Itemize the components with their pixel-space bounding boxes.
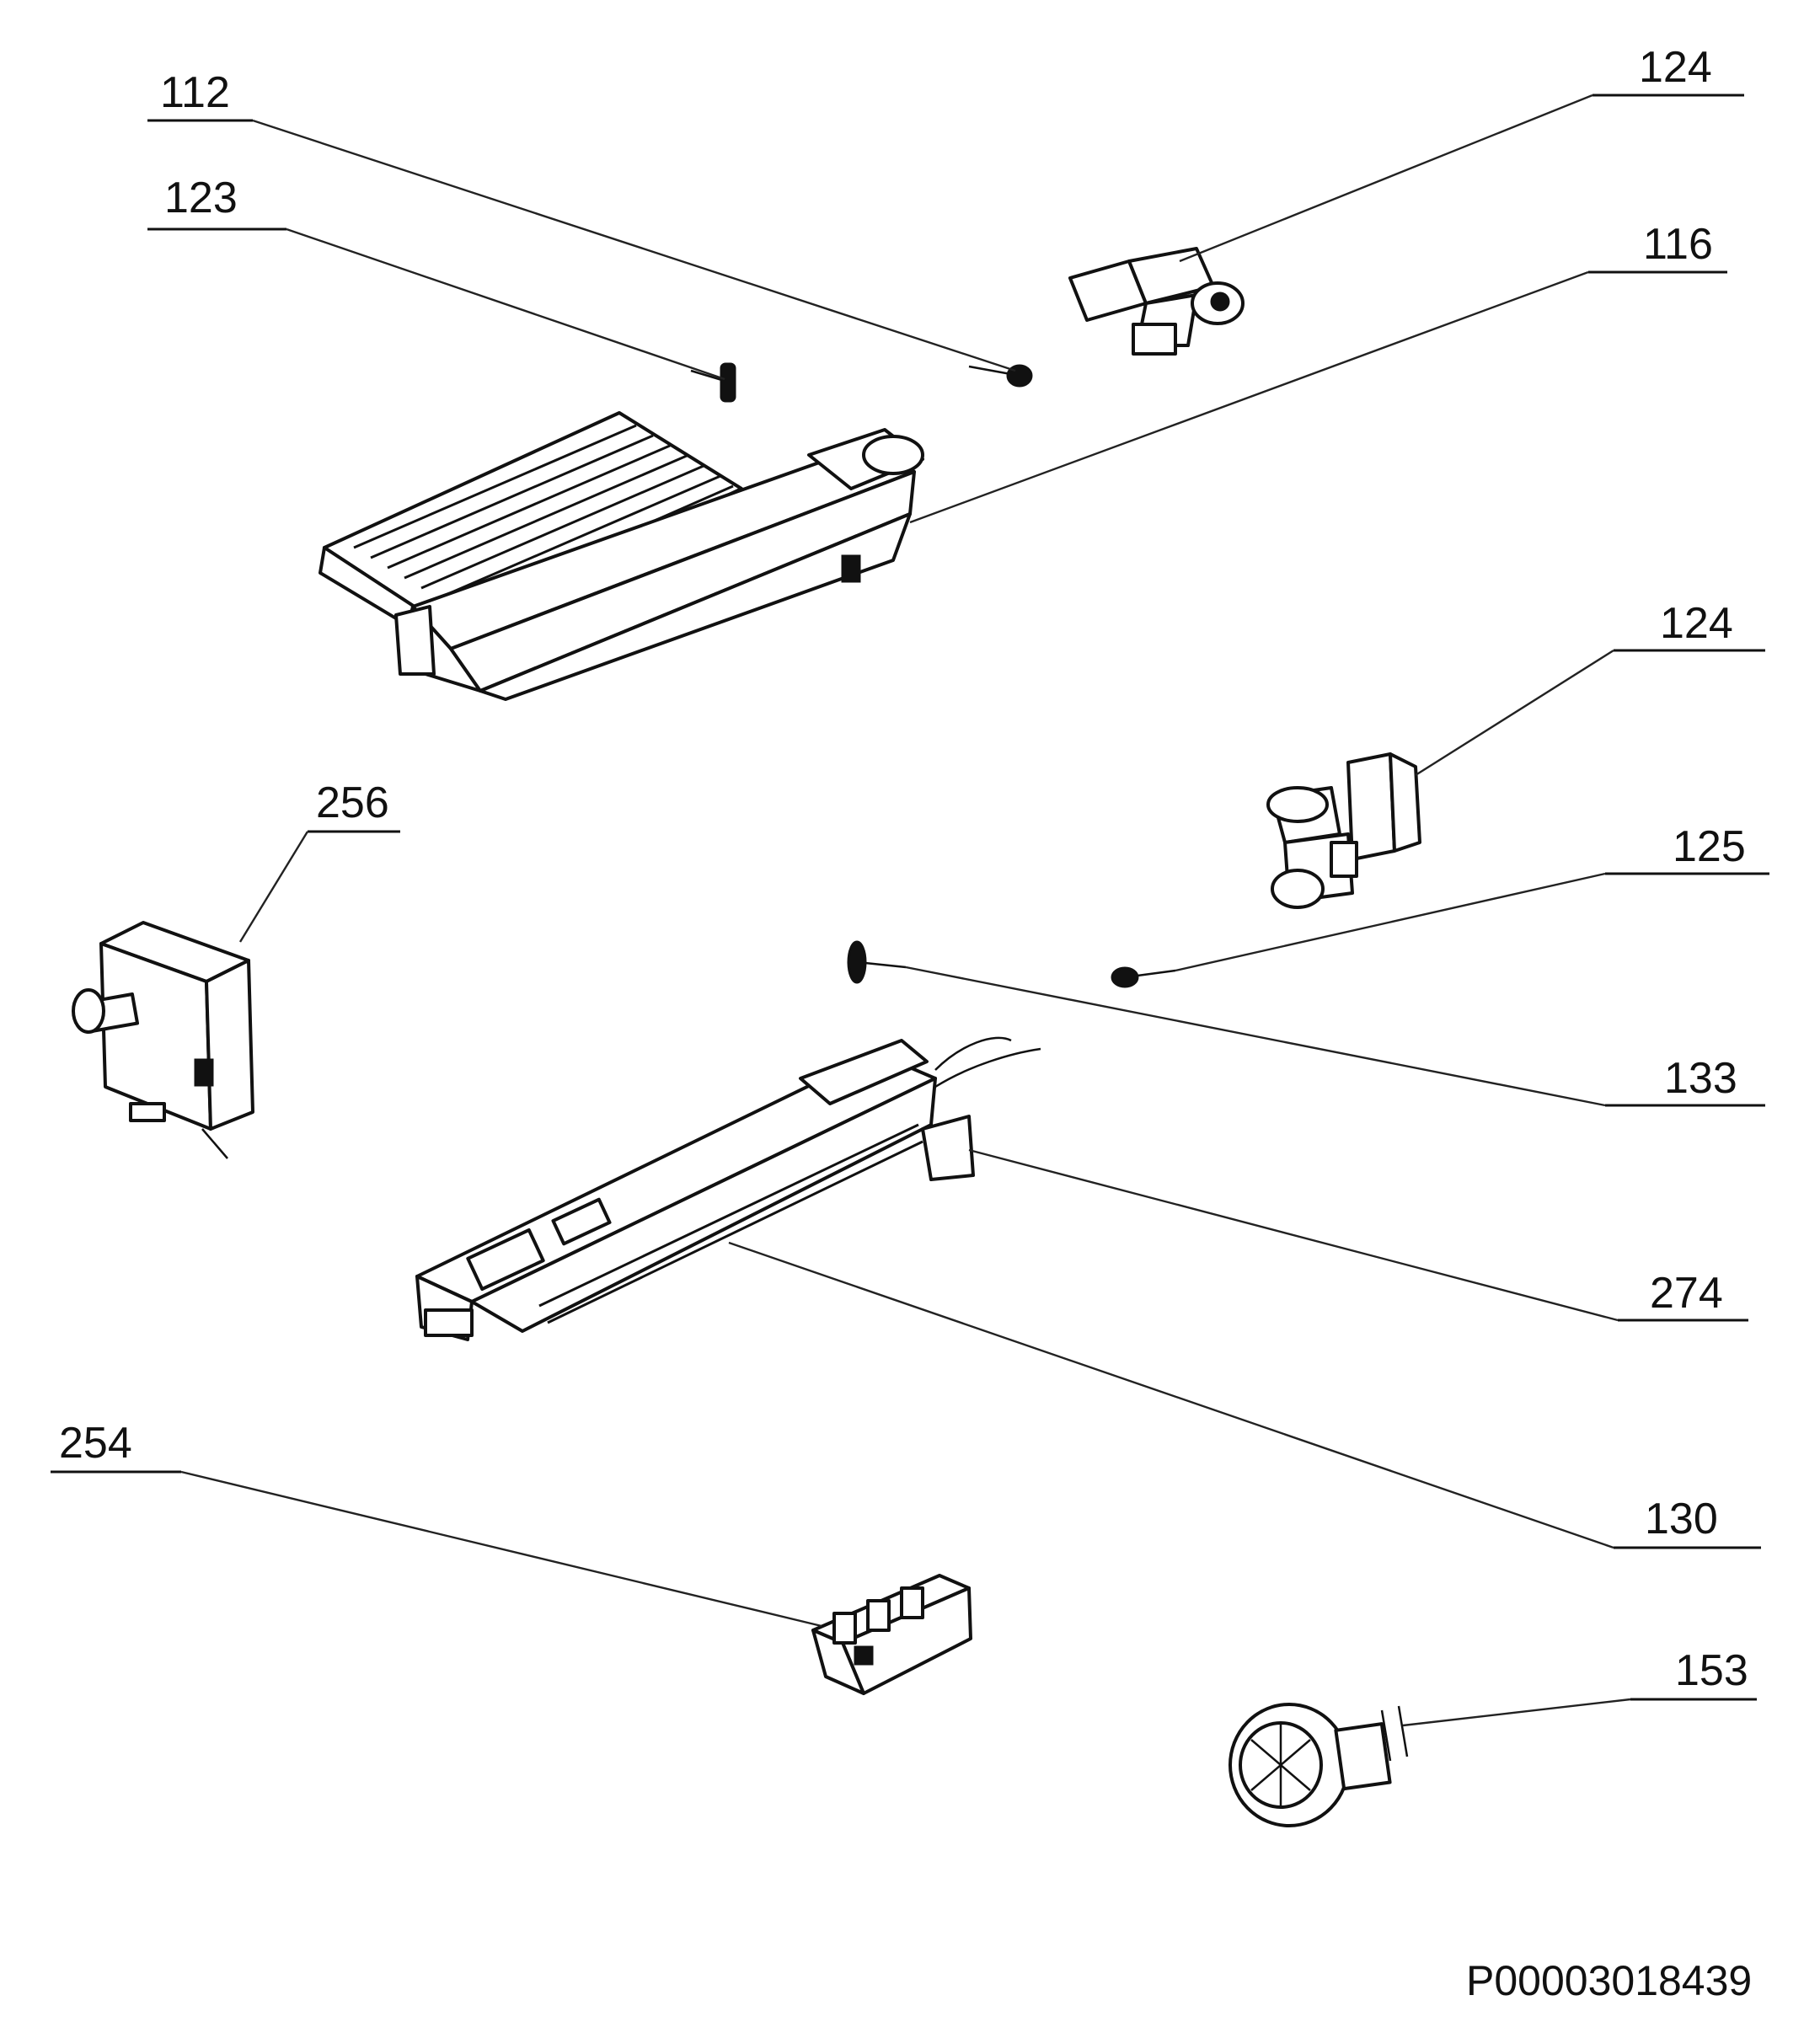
callout-label: 125 xyxy=(1673,822,1746,871)
callout-123: 123 xyxy=(147,174,725,381)
oven-lamp-153 xyxy=(1228,1703,1409,1827)
callout-label: 254 xyxy=(59,1419,132,1468)
electronic-module-256 xyxy=(72,921,254,1159)
gas-valve-lower xyxy=(1266,752,1421,909)
callout-256: 256 xyxy=(238,778,400,943)
burner-port-row xyxy=(538,1123,923,1324)
screw-133 xyxy=(847,940,907,984)
electrode-112 xyxy=(968,364,1033,388)
callout-116: 116 xyxy=(909,220,1727,524)
callout-130: 130 xyxy=(728,1241,1761,1549)
callout-label: 124 xyxy=(1660,599,1733,648)
callout-label: 124 xyxy=(1639,43,1712,92)
spark-generator-254 xyxy=(811,1574,972,1695)
callout-label: 123 xyxy=(164,174,238,222)
callout-124-upper: 124 xyxy=(1179,43,1744,263)
callout-label: 112 xyxy=(160,68,230,117)
gas-valve-upper xyxy=(1068,247,1245,356)
callout-133: 133 xyxy=(905,966,1765,1107)
callout-label: 133 xyxy=(1664,1054,1737,1103)
callout-274: 274 xyxy=(968,1148,1748,1322)
document-code: P00003018439 xyxy=(1466,1957,1752,2004)
callout-112: 112 xyxy=(147,68,1016,372)
callout-label: 274 xyxy=(1650,1269,1723,1318)
electrode-125 xyxy=(1111,966,1176,988)
callout-254: 254 xyxy=(51,1419,822,1628)
callout-label: 130 xyxy=(1645,1495,1718,1543)
oven-burner-lower xyxy=(415,1036,1041,1341)
screw-123 xyxy=(690,362,736,403)
grill-burner-upper xyxy=(318,411,924,701)
callout-125: 125 xyxy=(1175,822,1769,972)
callout-label: 153 xyxy=(1675,1646,1748,1695)
callout-124-lower: 124 xyxy=(1415,599,1765,777)
callout-label: 116 xyxy=(1643,220,1713,269)
callout-153: 153 xyxy=(1402,1646,1757,1727)
callout-label: 256 xyxy=(316,778,389,827)
